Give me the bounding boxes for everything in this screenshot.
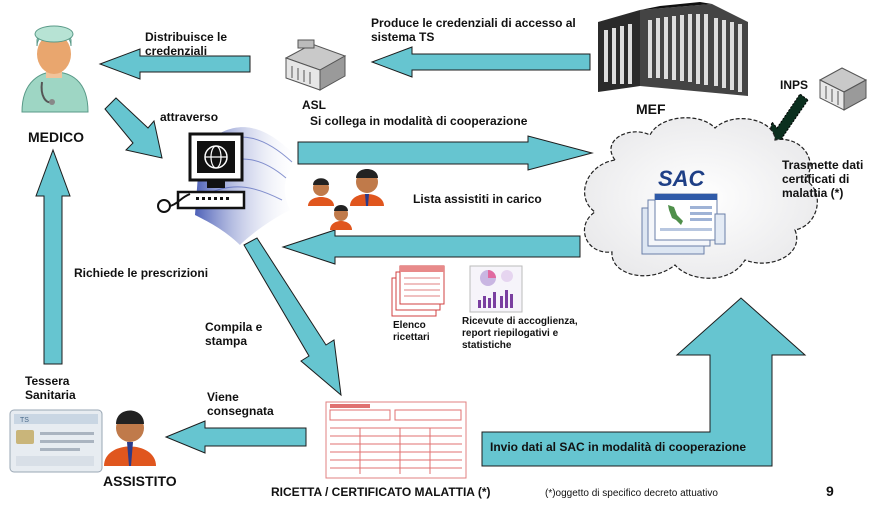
- label-asl: ASL: [302, 98, 326, 112]
- label-medico: MEDICO: [28, 129, 84, 145]
- arrow-produce: [370, 46, 591, 78]
- arrow-tessera: [35, 148, 71, 365]
- patient-icon: [104, 410, 156, 466]
- label-richiede: Richiede le prescrizioni: [74, 266, 209, 280]
- label-trasmette: Trasmette dati certificati di malattia (…: [782, 158, 864, 200]
- label-sac: SAC: [658, 166, 705, 191]
- sac-screens: [641, 193, 726, 255]
- label-nota: (*)oggetto di specifico decreto attuativ…: [545, 488, 718, 499]
- people-icon: [308, 169, 384, 230]
- label-ricetta: RICETTA / CERTIFICATO MALATTIA (*): [271, 485, 491, 499]
- label-compila: Compila e stampa: [205, 320, 263, 348]
- mef-building-icon: [598, 2, 748, 96]
- arrow-viene-consegnata: [164, 420, 307, 454]
- report-chart-icon: [469, 265, 523, 313]
- label-elenco-ricettari: Elenco ricettari: [393, 320, 430, 343]
- asl-building-icon: [284, 39, 347, 91]
- label-produce: Produce le credenziali di accesso al sis…: [371, 16, 576, 44]
- label-ricevute: Ricevute di accoglienza, report riepilog…: [462, 316, 578, 351]
- label-attraverso: attraverso: [160, 110, 219, 124]
- label-invio-sac: Invio dati al SAC in modalità di coopera…: [490, 440, 747, 454]
- label-assistito: ASSISTITO: [103, 473, 177, 489]
- health-card-icon: TS: [9, 409, 103, 473]
- label-lista-assistiti: Lista assistiti in carico: [413, 192, 542, 206]
- label-tessera: Tessera Sanitaria: [25, 374, 76, 402]
- arrow-invio-sac: [481, 297, 807, 467]
- arrow-si-collega: [297, 135, 594, 171]
- label-mef: MEF: [636, 101, 666, 117]
- prescription-form: [325, 401, 467, 479]
- inps-building-icon: [818, 67, 868, 111]
- label-viene-consegnata: Viene consegnata: [207, 390, 274, 418]
- arrow-attraverso: [104, 97, 163, 159]
- label-inps: INPS: [780, 78, 809, 92]
- page-number: 9: [826, 483, 834, 499]
- label-distribuisce: Distribuisce le credenziali: [145, 30, 228, 58]
- ricettari-icon: [391, 265, 445, 317]
- svg-text:TS: TS: [20, 417, 29, 424]
- computer-icon: [157, 127, 300, 245]
- label-si-collega: Si collega in modalità di cooperazione: [310, 114, 528, 128]
- arrow-lista-assistiti: [281, 229, 581, 265]
- doctor-icon: [21, 25, 89, 113]
- arrow-compila: [243, 237, 342, 397]
- arrow-distribuisce: [98, 48, 251, 80]
